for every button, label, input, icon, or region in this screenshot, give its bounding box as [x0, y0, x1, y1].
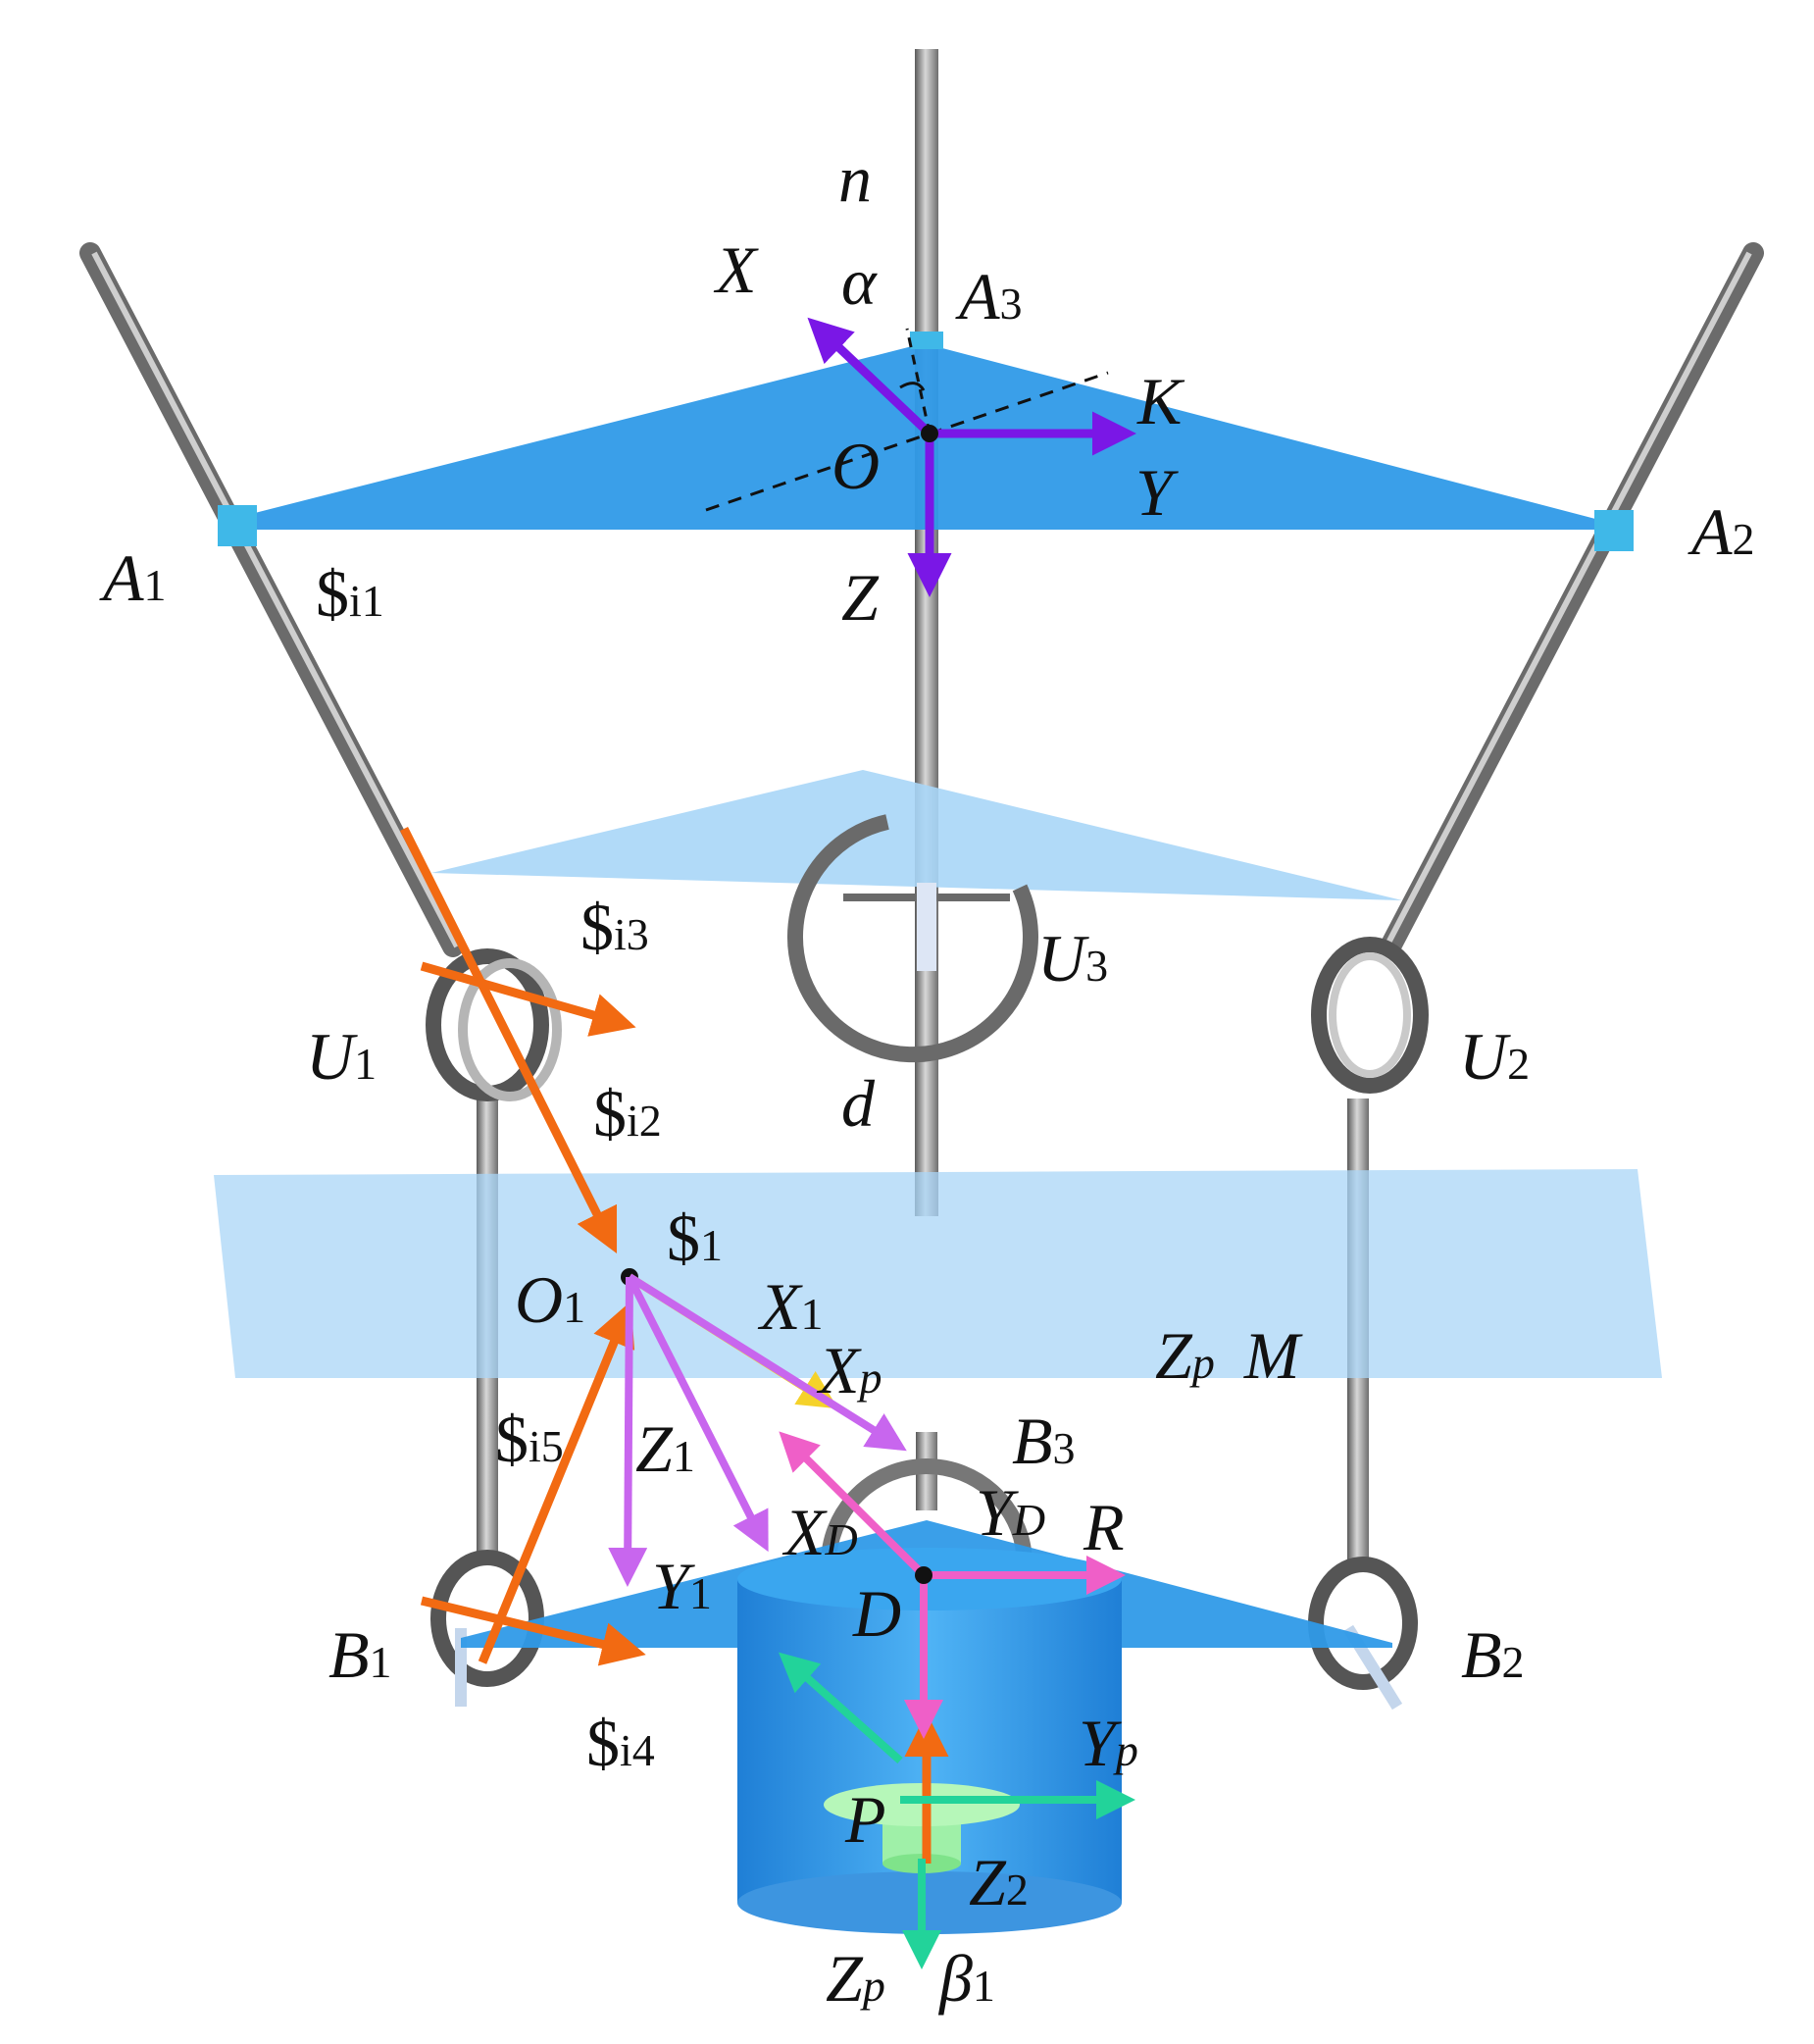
label-A2: A2 [1688, 494, 1755, 569]
end-effector-icon [824, 1783, 1020, 1873]
middle-pale-platform [431, 770, 1402, 900]
label-A3: A3 [955, 259, 1023, 333]
joint-A3-collar [910, 332, 943, 349]
label-Yp: Yp [1079, 1706, 1138, 1780]
label-O1: O1 [515, 1262, 585, 1337]
label-O: O [831, 429, 880, 503]
label-si2: $i2 [593, 1076, 662, 1150]
label-Zp-bottom: Zp [826, 1941, 885, 2016]
plane-M [214, 1169, 1662, 1378]
frame-P-axes [779, 1652, 1135, 1969]
label-R: R [1083, 1490, 1125, 1564]
label-Z2: Z2 [969, 1845, 1029, 1919]
label-X1: X1 [757, 1269, 824, 1344]
label-si1: $i1 [316, 556, 384, 631]
label-Z: Z [841, 560, 880, 635]
label-s1: $1 [667, 1201, 723, 1275]
alpha-arc [899, 382, 926, 391]
label-YD: YD [976, 1475, 1045, 1550]
dashed-line-K [705, 371, 1109, 512]
label-U2: U2 [1459, 1019, 1530, 1094]
label-A1: A1 [99, 540, 167, 615]
label-beta1: β1 [937, 1941, 995, 2016]
frame-O1-axes [608, 1273, 907, 1587]
label-U1: U1 [306, 1019, 377, 1094]
label-si4: $i4 [586, 1706, 655, 1780]
joint-A2-collar [1594, 510, 1634, 551]
label-B3: B3 [1012, 1404, 1076, 1478]
label-D: D [852, 1576, 901, 1651]
label-B1: B1 [328, 1617, 392, 1692]
label-Y: Y [1135, 455, 1179, 530]
right-rod [1380, 242, 1764, 957]
label-P: P [844, 1782, 886, 1857]
label-Y1: Y1 [652, 1549, 712, 1623]
label-U3: U3 [1037, 921, 1108, 996]
label-K: K [1136, 364, 1185, 438]
right-rod-highlight [1384, 251, 1752, 948]
label-alpha: α [841, 244, 878, 319]
point-O [921, 425, 938, 442]
label-X: X [713, 232, 759, 307]
rods [79, 49, 1764, 1559]
labels: n X α A3 K O Y Z A1 A2 $i1 $i3 $i2 U1 U3… [99, 141, 1755, 2016]
frame-D-axes [779, 1431, 1126, 1739]
label-B2: B2 [1461, 1617, 1525, 1692]
label-Xp: Xp [816, 1333, 882, 1407]
label-n: n [838, 141, 872, 216]
label-si3: $i3 [580, 890, 649, 964]
center-rod [915, 49, 938, 1216]
screw-arrows [399, 826, 949, 1864]
base-frame-axes [807, 317, 1136, 597]
label-XD: XD [781, 1495, 858, 1569]
point-D [915, 1566, 932, 1584]
dashed-line-n [905, 328, 932, 434]
joint-A1-collar [218, 505, 257, 546]
label-d: d [841, 1066, 876, 1141]
label-Z1: Z1 [635, 1411, 695, 1486]
left-rod [79, 242, 464, 957]
left-rod-highlight [91, 251, 460, 948]
label-si5: $i5 [495, 1402, 564, 1476]
